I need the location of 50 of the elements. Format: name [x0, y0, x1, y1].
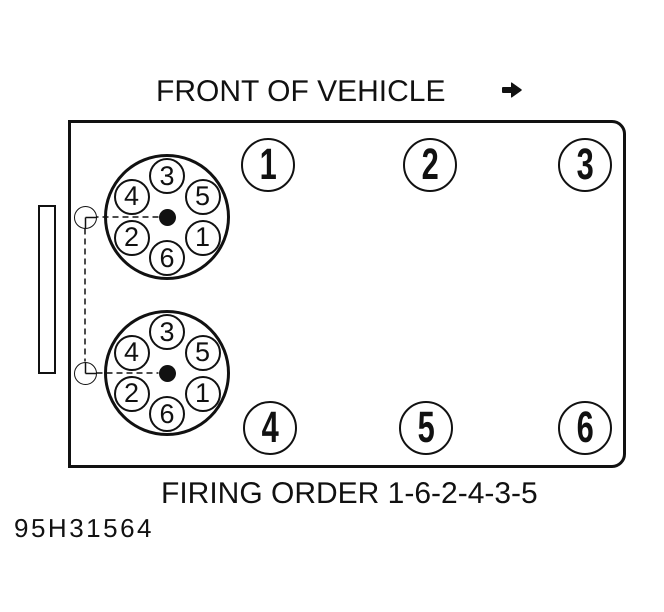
- terminal-circle: [149, 396, 185, 432]
- terminal-circle: [184, 220, 220, 256]
- terminal-circle: [184, 178, 220, 214]
- figure-number: 95H31564: [14, 513, 154, 543]
- engine-block-outline: [68, 120, 626, 468]
- terminal-circle: [149, 314, 185, 350]
- terminal-number: 4: [124, 183, 140, 210]
- title: FRONT OF VEHICLE: [156, 75, 446, 109]
- cylinder-circle: [558, 138, 612, 192]
- cylinder-number: 1: [259, 143, 277, 187]
- rotor-dot-icon: [158, 364, 176, 382]
- terminal-circle: [114, 220, 150, 256]
- terminal-number: 1: [194, 380, 210, 407]
- cylinder-number: 4: [261, 406, 279, 450]
- terminal-number: 5: [194, 339, 210, 366]
- dashed-line: [96, 216, 158, 218]
- terminal-circle: [184, 376, 220, 412]
- terminal-number: 3: [159, 318, 175, 346]
- terminal-circle: [149, 158, 185, 194]
- cylinder-number: 2: [421, 143, 439, 187]
- terminal-number: 5: [194, 183, 210, 210]
- terminal-circle: [114, 376, 150, 412]
- dashed-line: [96, 372, 158, 374]
- cylinder-number: 3: [576, 143, 594, 187]
- terminal-number: 6: [159, 400, 175, 428]
- terminal-number: 4: [124, 339, 140, 366]
- cylinder-circle: [558, 401, 612, 455]
- cylinder-number: 5: [417, 406, 435, 450]
- timing-mark-icon: [74, 206, 96, 228]
- distributor-cap: [104, 154, 230, 280]
- terminal-circle: [114, 334, 150, 370]
- cylinder-circle: [241, 138, 295, 192]
- rotor-dot-icon: [158, 208, 176, 226]
- cylinder-number: 6: [576, 406, 594, 450]
- distributor-cap: [104, 310, 230, 436]
- dashed-line: [84, 228, 86, 362]
- terminal-number: 3: [159, 162, 175, 190]
- cylinder-circle: [243, 401, 297, 455]
- terminal-number: 6: [159, 244, 175, 272]
- cylinder-circle: [399, 401, 453, 455]
- terminal-number: 1: [194, 224, 210, 251]
- terminal-number: 2: [124, 224, 140, 251]
- terminal-circle: [149, 240, 185, 276]
- terminal-number: 2: [124, 380, 140, 407]
- timing-mark-icon: [74, 362, 96, 384]
- terminal-circle: [114, 178, 150, 214]
- terminal-circle: [184, 334, 220, 370]
- side-bar-outline: [38, 205, 56, 374]
- caption: FIRING ORDER 1-6-2-4-3-5: [161, 477, 538, 511]
- cylinder-circle: [403, 138, 457, 192]
